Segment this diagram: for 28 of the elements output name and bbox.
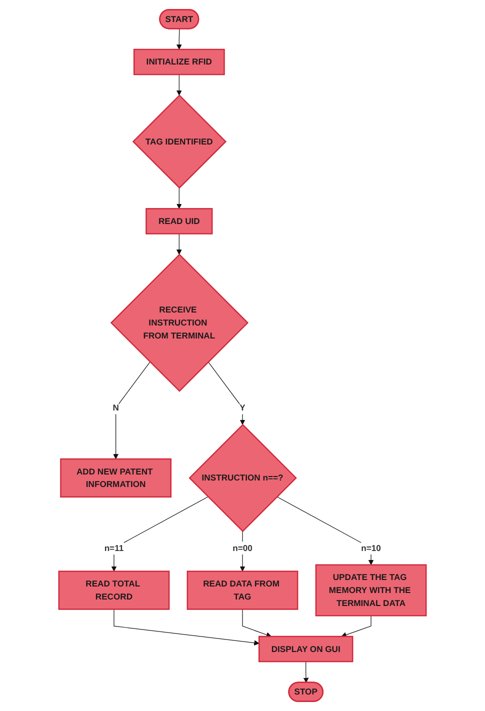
node-diamond: INSTRUCTION n==? <box>188 424 297 532</box>
arrow <box>276 496 374 566</box>
node-box: READ TOTAL RECORD <box>58 570 170 610</box>
arrow <box>208 362 246 425</box>
arrow <box>176 233 182 255</box>
arrow <box>113 362 150 460</box>
arrow <box>176 28 182 50</box>
arrow <box>176 188 182 209</box>
node-box: UPDATE THE TAG MEMORY WITH THE TERMINAL DATA <box>315 564 427 616</box>
node-box: INITIALIZE RFID <box>133 48 225 76</box>
node-box: READ UID <box>146 208 213 234</box>
node-box: READ DATA FROM TAG <box>186 570 298 610</box>
arrow <box>240 530 246 572</box>
node-diamond: RECEIVE INSTRUCTION FROM TERMINAL <box>110 254 249 392</box>
node-diamond: TAG IDENTIFIED <box>132 94 227 189</box>
edge-label: n=11 <box>104 542 124 553</box>
node-box: ADD NEW PATENT INFORMATION <box>60 458 172 498</box>
arrow <box>242 608 272 638</box>
edge-label: n=10 <box>361 542 381 553</box>
arrow <box>176 74 182 96</box>
arrow <box>341 615 372 638</box>
arrow <box>111 496 208 572</box>
edge-label: Y <box>240 402 246 412</box>
node-box: DISPLAY ON GUI <box>258 636 354 662</box>
arrow <box>114 608 260 646</box>
arrow <box>303 661 309 683</box>
edge-label: N <box>112 402 119 412</box>
edge-label: n=00 <box>232 542 252 553</box>
